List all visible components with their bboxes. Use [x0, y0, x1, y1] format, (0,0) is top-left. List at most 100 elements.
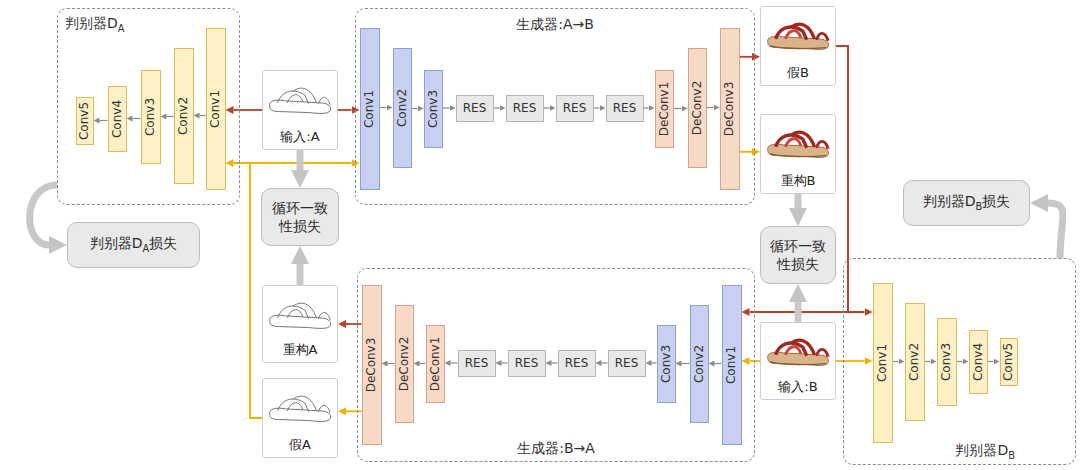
connector: [297, 264, 304, 285]
deconv-layer: DeConv3: [720, 28, 740, 190]
layer-label: DeConv3: [724, 81, 736, 136]
image-panel: 输入:B: [760, 322, 836, 400]
sketch-image: [270, 396, 331, 421]
dashed-group: 生成器:A→BConv1Conv2Conv3RESRESRESRESDeConv…: [355, 8, 755, 205]
conv-layer: Conv5: [1000, 338, 1018, 386]
layer-label: RES: [563, 101, 587, 115]
dashed-group: 判别器DA Conv5 Conv4 Conv3 Conv2 Conv1: [57, 8, 240, 205]
group-title: 生成器:A→B: [516, 16, 594, 34]
res-block: RES: [508, 350, 546, 377]
layer-label: RES: [513, 101, 537, 115]
image-caption: 重构A: [283, 341, 318, 359]
layer-label: RES: [615, 356, 639, 370]
layer-label: Conv1: [210, 89, 222, 127]
layer-label: Conv1: [726, 345, 738, 383]
connector: [346, 410, 362, 412]
image-panel: 重构B: [760, 114, 836, 194]
layer-label: Conv2: [178, 96, 190, 134]
loss-label: 判别器DA损失: [90, 234, 177, 256]
layer-label: Conv3: [145, 97, 157, 135]
conv-layer: Conv2: [905, 303, 925, 421]
image-panel: 假A: [262, 378, 338, 458]
res-block: RES: [458, 350, 496, 377]
connector: [133, 118, 141, 119]
loss-box: 循环一致性损失: [261, 188, 339, 246]
layer-label: DeConv2: [691, 80, 703, 135]
connector: [494, 107, 500, 108]
conv-layer: Conv3: [141, 70, 161, 164]
group-title: 判别器DB: [955, 442, 1015, 461]
loss-label: 判别器DB损失: [923, 192, 1011, 214]
sketch-image: [270, 303, 331, 328]
layer-label: Conv3: [660, 344, 672, 382]
conv-layer: Conv4: [108, 86, 127, 152]
connector: [100, 120, 108, 121]
connector: [682, 363, 690, 364]
connector: [707, 107, 714, 108]
connector: [234, 163, 263, 418]
image-panel: 输入:A: [262, 70, 338, 150]
layer-label: DeConv2: [398, 336, 410, 391]
layer-label: RES: [565, 356, 589, 370]
layer-label: Conv1: [364, 89, 376, 127]
conv-layer: Conv3: [937, 318, 957, 406]
loss-label: 循环一致性损失: [268, 199, 332, 235]
connector: [443, 107, 450, 108]
dashed-group: 生成器:B→A DeConv3 DeConv2 DeConv1 RES RES RES RES…: [357, 268, 755, 462]
connector: [836, 360, 865, 362]
conv-layer: Conv2: [690, 305, 709, 423]
res-block: RES: [556, 95, 594, 122]
image-caption: 假A: [289, 436, 311, 454]
group-title: 判别器DA: [65, 15, 124, 34]
image-caption: 输入:B: [778, 378, 817, 396]
connector: [674, 108, 682, 109]
connector: [380, 107, 387, 108]
sandal-image: [768, 132, 829, 157]
conv-layer: Conv1: [206, 28, 226, 190]
conv-layer: Conv2: [174, 48, 194, 184]
connector: [644, 107, 649, 108]
connector: [234, 109, 263, 111]
conv-layer: Conv3: [657, 325, 676, 403]
layer-label: Conv5: [79, 101, 91, 139]
layer-label: Conv3: [427, 89, 439, 127]
connector: [795, 194, 802, 208]
connector: [167, 116, 174, 117]
connector: [297, 150, 304, 170]
image-caption: 假B: [787, 64, 809, 82]
group-title: 生成器:B→A: [517, 440, 595, 458]
conv-layer: Conv3: [424, 70, 443, 148]
layer-label: Conv3: [941, 342, 953, 380]
dashed-group: 判别器DBConv1Conv2Conv3Conv4Conv5: [843, 258, 1076, 465]
image-caption: 重构B: [781, 172, 816, 190]
loss-box: 判别器DB损失: [903, 180, 1030, 226]
conv-layer: Conv1: [360, 28, 380, 190]
connector: [795, 302, 802, 322]
layer-label: DeConv1: [658, 81, 670, 136]
layer-label: Conv4: [111, 99, 123, 137]
res-block: RES: [606, 95, 644, 122]
image-panel: 重构A: [262, 285, 338, 363]
connector: [925, 361, 931, 362]
connector: [250, 163, 352, 418]
connector: [836, 46, 865, 312]
connector: [893, 361, 899, 362]
loss-box: 循环一致性损失: [760, 226, 836, 284]
sketch-image: [270, 88, 331, 113]
conv-layer: Conv2: [393, 48, 412, 168]
connector: [388, 363, 395, 364]
connector: [412, 108, 418, 109]
loss-label: 循环一致性损失: [767, 237, 829, 273]
connector: [346, 323, 362, 325]
res-block: RES: [608, 350, 646, 377]
loss-box: 判别器DA损失: [67, 222, 200, 268]
connector: [30, 185, 57, 245]
connector: [957, 361, 963, 362]
layer-label: DeConv1: [429, 336, 441, 391]
image-panel: 假B: [760, 6, 836, 86]
connector: [451, 362, 458, 363]
connector: [715, 363, 722, 364]
image-caption: 输入:A: [280, 128, 319, 146]
deconv-layer: DeConv3: [362, 285, 382, 445]
layer-label: RES: [465, 356, 489, 370]
